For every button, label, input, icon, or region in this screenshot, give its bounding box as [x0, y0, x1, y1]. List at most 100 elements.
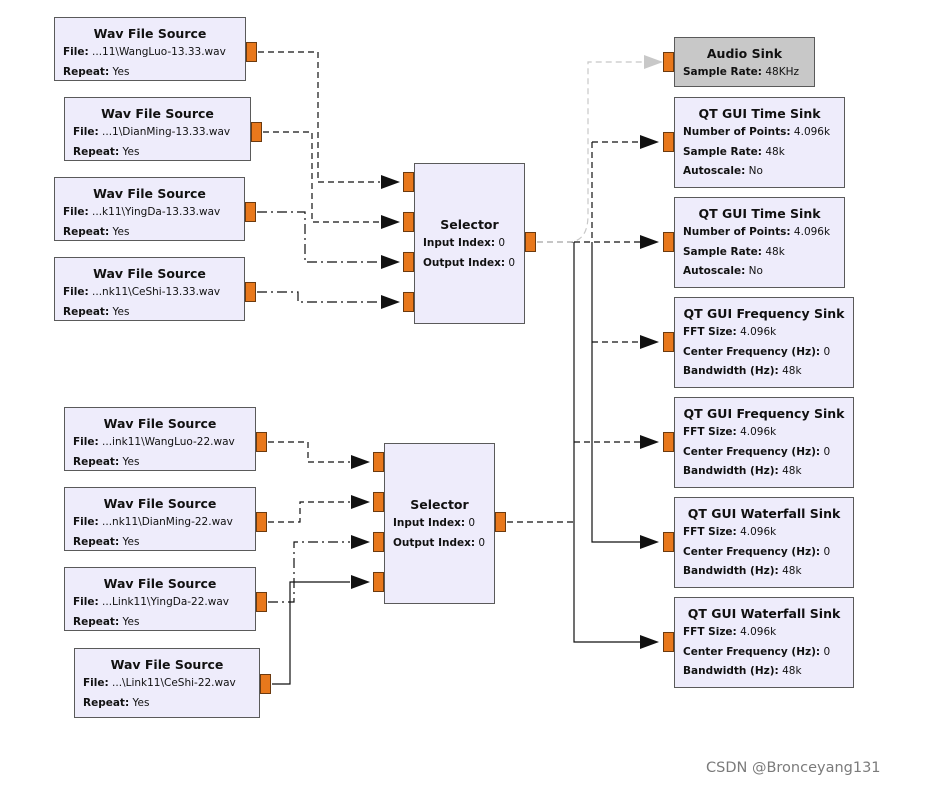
param-label: Input Index:: [393, 517, 466, 529]
wav-source-7[interactable]: Wav File Source File: ...Link11\YingDa-2…: [64, 567, 256, 631]
input-port[interactable]: [373, 572, 384, 592]
wav-source-1[interactable]: Wav File Source File: ...11\WangLuo-13.3…: [54, 17, 246, 81]
output-port[interactable]: [256, 592, 267, 612]
param-value: ...nk11\CeShi-13.33.wav: [92, 286, 221, 298]
output-port[interactable]: [245, 282, 256, 302]
param-value: 0: [823, 545, 831, 558]
wire-src6-sel2[interactable]: [268, 501, 350, 523]
input-port[interactable]: [663, 532, 674, 552]
param-label: File:: [63, 46, 89, 58]
param-label: File:: [73, 436, 99, 448]
param-label: Repeat:: [83, 696, 130, 709]
arrow-head: [351, 455, 370, 469]
input-port[interactable]: [373, 452, 384, 472]
output-port[interactable]: [260, 674, 271, 694]
param-value: 4.096k: [793, 226, 831, 238]
param-value: Yes: [122, 145, 140, 158]
output-port[interactable]: [246, 42, 257, 62]
qt-frequency-sink-2[interactable]: QT GUI Frequency Sink FFT Size: 4.096k C…: [674, 397, 854, 488]
output-port[interactable]: [495, 512, 506, 532]
param-label: File:: [63, 206, 89, 218]
wire-src8-sel2[interactable]: [272, 581, 350, 685]
input-port[interactable]: [403, 252, 414, 272]
wav-source-8[interactable]: Wav File Source File: ...\Link11\CeShi-2…: [74, 648, 260, 718]
input-port[interactable]: [663, 232, 674, 252]
param-label: Sample Rate:: [683, 145, 762, 158]
param-value: Yes: [122, 455, 140, 468]
selector-2[interactable]: Selector Input Index: 0 Output Index: 0: [384, 443, 495, 604]
input-port[interactable]: [663, 432, 674, 452]
param-label: Repeat:: [63, 225, 110, 238]
param-value: Yes: [112, 305, 130, 318]
param-label: Repeat:: [63, 305, 110, 318]
param-label: FFT Size:: [683, 526, 737, 538]
wire-src1-sel1[interactable]: [258, 51, 380, 183]
qt-time-sink-2[interactable]: QT GUI Time Sink Number of Points: 4.096…: [674, 197, 845, 288]
wire-src5-sel2[interactable]: [268, 441, 350, 463]
param-label: Autoscale:: [683, 265, 746, 277]
param-label: Center Frequency (Hz):: [683, 345, 821, 358]
param-label: Output Index:: [393, 536, 476, 549]
wire-to-time1[interactable]: [591, 141, 640, 242]
param-value: ...\Link11\CeShi-22.wav: [112, 677, 236, 689]
param-label: Bandwidth (Hz):: [683, 465, 779, 477]
param-value: Yes: [112, 65, 130, 78]
block-title: Selector: [410, 497, 469, 512]
param-value: ...Link11\YingDa-22.wav: [102, 596, 229, 608]
param-value: 0: [508, 256, 516, 269]
param-label: Sample Rate:: [683, 66, 762, 78]
param-label: Output Index:: [423, 256, 506, 269]
output-port[interactable]: [256, 432, 267, 452]
qt-waterfall-sink-1[interactable]: QT GUI Waterfall Sink FFT Size: 4.096k C…: [674, 497, 854, 588]
output-port[interactable]: [256, 512, 267, 532]
arrow-head: [644, 55, 663, 69]
param-value: 48k: [765, 145, 785, 158]
wav-source-3[interactable]: Wav File Source File: ...k11\YingDa-13.3…: [54, 177, 245, 241]
param-value: ...k11\YingDa-13.33.wav: [92, 206, 221, 218]
param-label: File:: [73, 596, 99, 608]
wire-bus-right[interactable]: [591, 242, 640, 543]
input-port[interactable]: [373, 492, 384, 512]
arrow-head: [381, 255, 400, 269]
wire-bus-left[interactable]: [573, 242, 640, 643]
input-port[interactable]: [403, 172, 414, 192]
qt-time-sink-1[interactable]: QT GUI Time Sink Number of Points: 4.096…: [674, 97, 845, 188]
wav-source-6[interactable]: Wav File Source File: ...nk11\DianMing-2…: [64, 487, 256, 551]
param-value: ...11\WangLuo-13.33.wav: [92, 46, 226, 58]
wire-src2-sel1[interactable]: [263, 131, 380, 223]
output-port[interactable]: [525, 232, 536, 252]
wav-source-4[interactable]: Wav File Source File: ...nk11\CeShi-13.3…: [54, 257, 245, 321]
block-title: Wav File Source: [110, 657, 224, 672]
block-title: Wav File Source: [93, 26, 207, 41]
param-value: 4.096k: [740, 626, 777, 638]
wire-src7-sel2[interactable]: [268, 541, 350, 603]
wire-to-audio-disabled[interactable]: [537, 61, 644, 243]
input-port[interactable]: [663, 632, 674, 652]
param-label: Number of Points:: [683, 226, 791, 238]
audio-sink[interactable]: Audio Sink Sample Rate: 48KHz: [674, 37, 815, 87]
param-label: Input Index:: [423, 237, 496, 249]
param-value: 4.096k: [740, 426, 777, 438]
param-value: No: [748, 265, 763, 277]
input-port[interactable]: [403, 212, 414, 232]
wire-src4-sel1[interactable]: [257, 291, 380, 303]
input-port[interactable]: [663, 52, 674, 72]
arrow-head: [640, 435, 659, 449]
qt-waterfall-sink-2[interactable]: QT GUI Waterfall Sink FFT Size: 4.096k C…: [674, 597, 854, 688]
wire-src3-sel1[interactable]: [257, 211, 380, 263]
param-value: 48KHz: [765, 66, 799, 78]
input-port[interactable]: [373, 532, 384, 552]
input-port[interactable]: [403, 292, 414, 312]
qt-frequency-sink-1[interactable]: QT GUI Frequency Sink FFT Size: 4.096k C…: [674, 297, 854, 388]
param-value: 4.096k: [740, 326, 777, 338]
param-value: 48k: [765, 245, 785, 258]
block-title: Audio Sink: [706, 46, 783, 61]
wav-source-2[interactable]: Wav File Source File: ...1\DianMing-13.3…: [64, 97, 251, 161]
input-port[interactable]: [663, 132, 674, 152]
selector-1[interactable]: Selector Input Index: 0 Output Index: 0: [414, 163, 525, 324]
wav-source-5[interactable]: Wav File Source File: ...ink11\WangLuo-2…: [64, 407, 256, 471]
output-port[interactable]: [251, 122, 262, 142]
output-port[interactable]: [245, 202, 256, 222]
input-port[interactable]: [663, 332, 674, 352]
